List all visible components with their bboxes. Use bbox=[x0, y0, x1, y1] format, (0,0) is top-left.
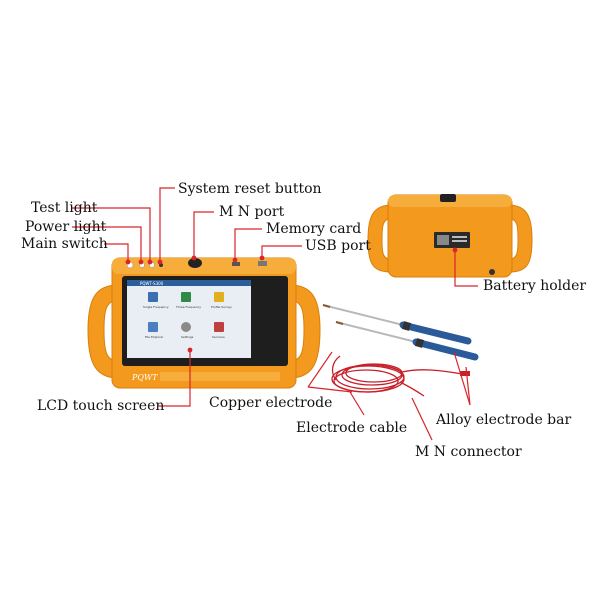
label-copper-electrode: Copper electrode bbox=[209, 395, 333, 411]
memory-card-slot bbox=[232, 262, 240, 266]
callout-lines bbox=[72, 187, 478, 441]
back-unit bbox=[367, 194, 533, 278]
electrodes bbox=[322, 304, 479, 361]
icon-label-three-frequency: Three Frequency bbox=[175, 305, 201, 309]
copper-electrode-2 bbox=[335, 321, 417, 343]
icon-three-frequency[interactable] bbox=[181, 292, 191, 302]
mn-port-socket bbox=[188, 258, 202, 268]
mn-connector-plug bbox=[460, 371, 470, 376]
icon-single-frequency[interactable] bbox=[148, 292, 158, 302]
icon-services[interactable] bbox=[214, 322, 224, 332]
brand-logo: PQWT bbox=[131, 373, 158, 382]
label-usb-port: USB port bbox=[305, 238, 371, 254]
icon-file-explorer[interactable] bbox=[148, 322, 158, 332]
main-unit: PQWT-S300 Single Frequency Three Frequen… bbox=[87, 257, 321, 389]
label-main-switch: Main switch bbox=[21, 236, 108, 252]
back-top-knob bbox=[440, 194, 456, 202]
icon-label-services: Services bbox=[212, 335, 225, 339]
label-lcd-touch-screen: LCD touch screen bbox=[37, 398, 165, 414]
label-mn-connector: M N connector bbox=[415, 444, 522, 460]
battery-holder-cap[interactable] bbox=[489, 269, 495, 275]
alloy-electrode-bar-2 bbox=[412, 338, 479, 361]
label-mn-port: M N port bbox=[219, 204, 285, 220]
icon-label-single-frequency: Single Frequency bbox=[143, 305, 169, 309]
label-battery-holder: Battery holder bbox=[483, 278, 587, 294]
lcd-screen[interactable] bbox=[127, 280, 251, 358]
label-memory-card: Memory card bbox=[266, 221, 362, 237]
alloy-electrode-bar-1 bbox=[399, 321, 472, 345]
label-test-light: Test light bbox=[31, 200, 98, 216]
usb-port-socket bbox=[258, 261, 267, 266]
electrode-cable bbox=[331, 355, 463, 397]
icon-label-profile-survey: Profile Survey bbox=[211, 305, 232, 309]
label-power-light: Power light bbox=[25, 219, 107, 235]
label-electrode-cable: Electrode cable bbox=[296, 420, 408, 436]
copper-electrode-1 bbox=[322, 304, 404, 326]
label-system-reset-button: System reset button bbox=[178, 181, 322, 197]
icon-label-settings: Settings bbox=[181, 335, 194, 339]
label-alloy-electrode-bar: Alloy electrode bar bbox=[436, 412, 572, 428]
screen-title: PQWT-S300 bbox=[140, 281, 164, 286]
screen-icon-grid: Single Frequency Three Frequency Profile… bbox=[143, 292, 232, 339]
icon-settings[interactable] bbox=[181, 322, 191, 332]
icon-profile-survey[interactable] bbox=[214, 292, 224, 302]
icon-label-file-explorer: File Explorer bbox=[145, 335, 164, 339]
brand-plate bbox=[160, 372, 280, 381]
